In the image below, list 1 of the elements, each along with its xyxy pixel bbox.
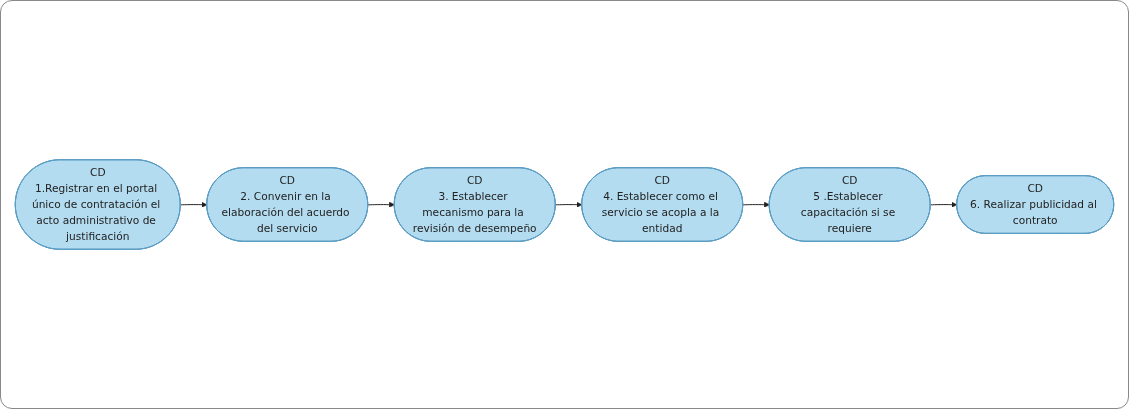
- arrow: [742, 201, 770, 208]
